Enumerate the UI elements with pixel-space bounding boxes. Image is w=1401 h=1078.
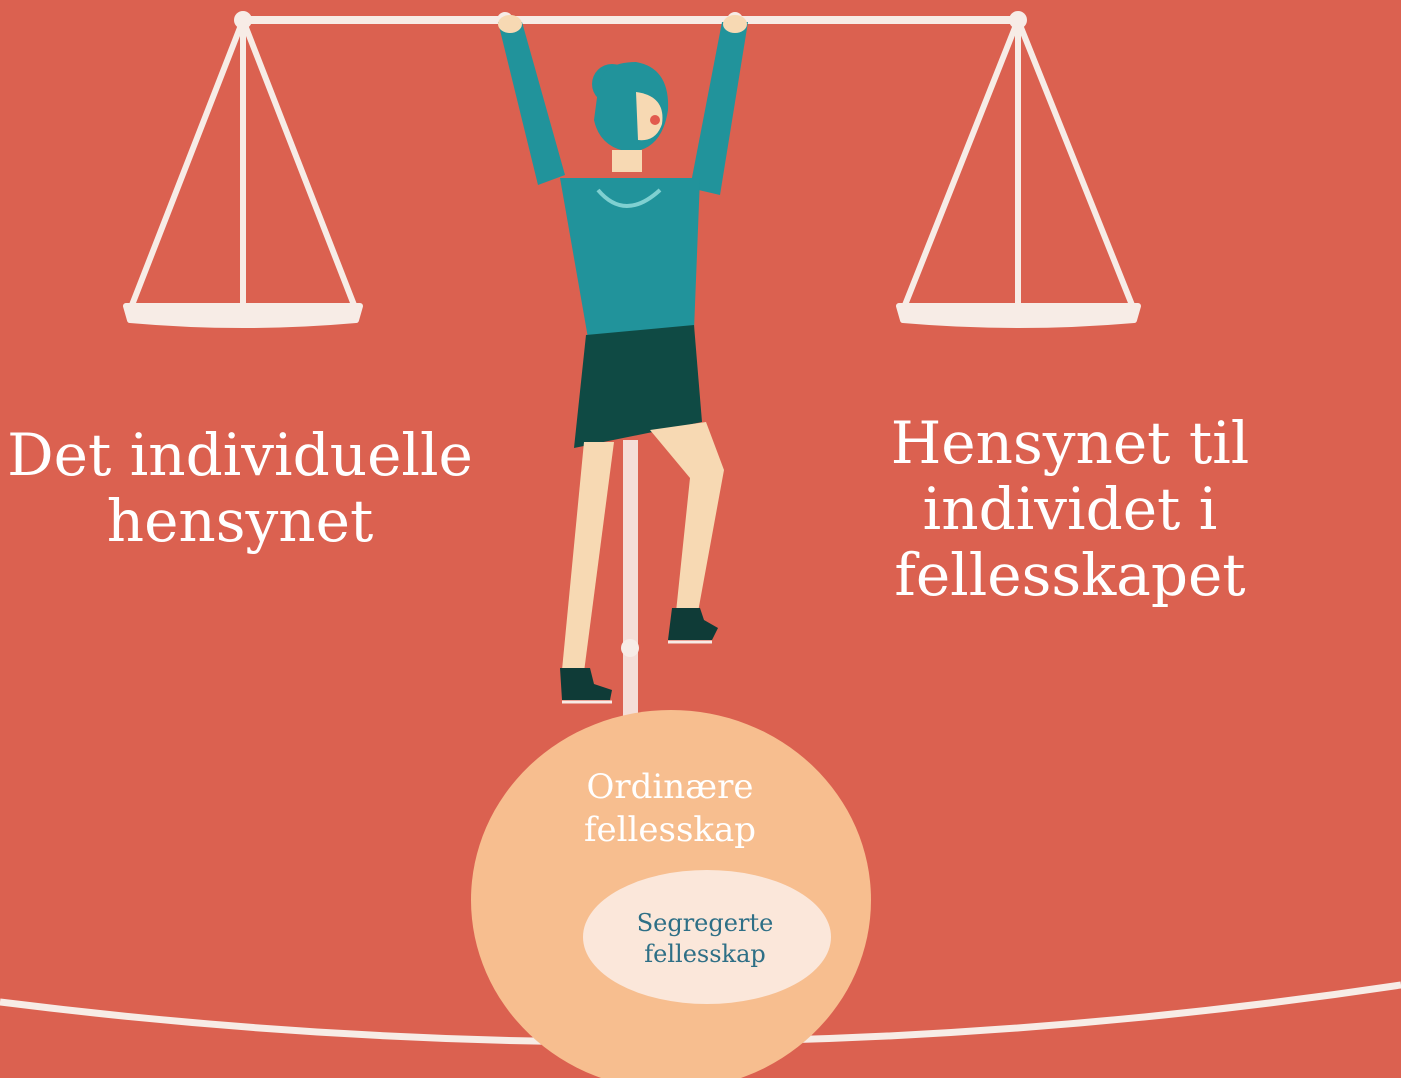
segregated-communities-label: Segregerte fellesskap xyxy=(636,909,774,969)
individual-in-community-label: Hensynet til individet i fellesskapet xyxy=(890,409,1250,610)
segregated-communities-circle xyxy=(583,870,831,1004)
balance-scale-icon xyxy=(123,11,1141,720)
scale-pole xyxy=(621,440,639,720)
hanging-woman-icon xyxy=(498,15,748,704)
individual-consideration-label: Det individuelle hensynet xyxy=(7,421,473,556)
left-scale-pan xyxy=(123,18,363,328)
ordinary-communities-label: Ordinære fellesskap xyxy=(583,767,757,850)
right-scale-pan xyxy=(896,18,1141,328)
